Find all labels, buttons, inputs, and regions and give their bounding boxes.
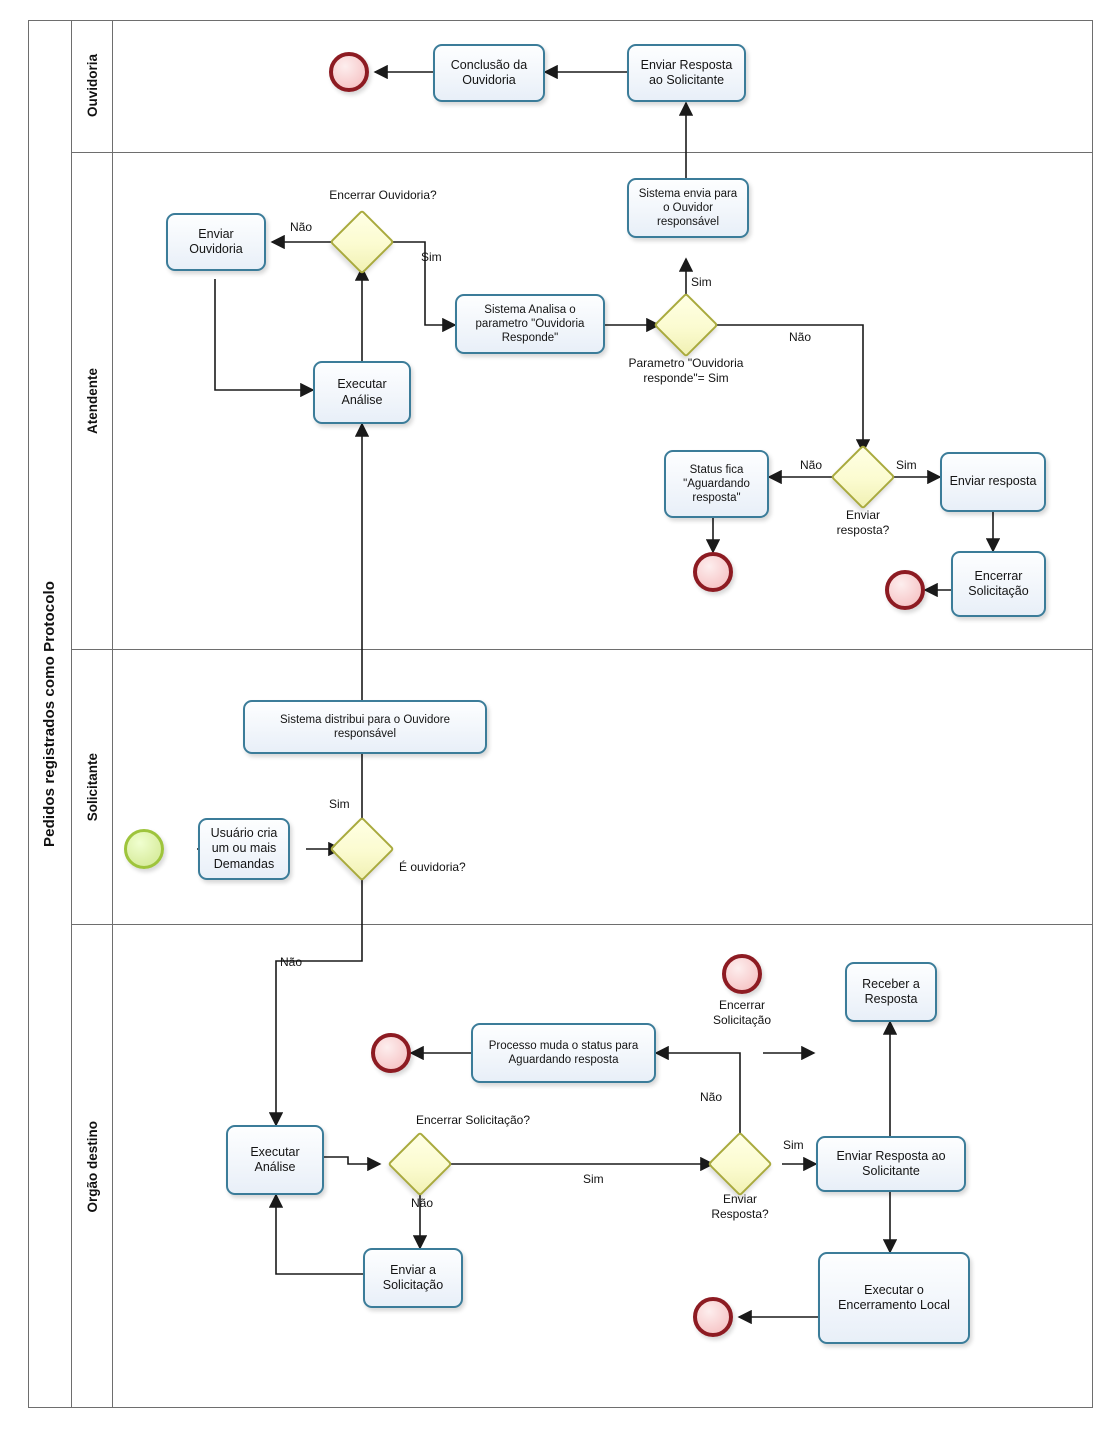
flow-label-sim-enviar-resposta-orgao: Sim [783,1138,804,1152]
end-event-label-encerrar-solicitacao: Encerrar Solicitação [712,998,772,1027]
lane-header-solicitante: Solicitante [72,650,113,924]
task-label: Processo muda o status para Aguardando r… [488,1039,639,1066]
task-label: Enviar Ouvidoria [189,226,243,256]
task-label: Executar Análise [337,377,387,407]
lane-solicitante: Solicitante [72,650,1093,925]
gateway-label-enviar-resposta: Enviar resposta? [836,508,890,537]
end-event-encerramento-local[interactable] [693,1297,733,1337]
task-receber-resposta[interactable]: Receber a Resposta [845,962,937,1022]
task-enviar-ouvidoria[interactable]: Enviar Ouvidoria [166,213,266,271]
task-label: Sistema Analisa o parametro "Ouvidoria R… [475,303,585,344]
task-enviar-resposta-ao-solicitante-ouvidoria[interactable]: Enviar Resposta ao Solicitante [627,44,746,102]
flow-label-nao-encerrar-solicitacao: Não [411,1196,434,1210]
task-label: Executar o Encerramento Local [838,1282,950,1312]
task-label: Sistema distribui para o Ouvidore respon… [279,713,451,740]
task-label: Conclusão da Ouvidoria [450,57,528,87]
flow-gw-encerrar-ouv-sim-to-sistema-analisa [383,241,457,333]
task-sistema-distribui-ouvidor[interactable]: Sistema distribui para o Ouvidore respon… [243,700,487,754]
gateway-label-e-ouvidoria: É ouvidoria? [399,860,466,874]
gateway-label-enviar-resposta-orgao: Enviar Resposta? [711,1192,769,1221]
flow-label-sim-e-ouvidoria: Sim [329,797,350,811]
lane-header-orgao-destino: Orgão destino [72,925,113,1408]
task-label: Sistema envia para o Ouvidor responsável [638,187,738,228]
task-executar-analise-orgao[interactable]: Executar Análise [226,1125,324,1195]
flow-label-sim-encerrar-solicitacao: Sim [583,1172,604,1186]
task-label: Usuário cria um ou mais Demandas [210,826,278,871]
flow-label-sim-parametro: Sim [691,275,712,289]
flow-label-sim-enviar-resposta-atendente: Sim [896,458,917,472]
end-event-processo-muda-status[interactable] [371,1033,411,1073]
flow-executar-analise-to-gw-encerrar-solicitacao [324,1156,382,1172]
flow-label-sim-encerrar-ouvidoria: Sim [421,250,442,264]
task-status-fica-aguardando-resposta[interactable]: Status fica "Aguardando resposta" [664,450,769,518]
task-sistema-envia-ouvidor[interactable]: Sistema envia para o Ouvidor responsável [627,178,749,238]
start-event-solicitante[interactable] [124,829,164,869]
task-encerrar-solicitacao-atendente[interactable]: Encerrar Solicitação [951,551,1046,617]
flow-label-nao-encerrar-ouvidoria: Não [290,220,313,234]
gateway-label-encerrar-ouvidoria: Encerrar Ouvidoria? [329,188,437,202]
lane-header-atendente: Atendente [72,153,113,649]
flow-gw-enviar-nao-to-processo-muda [654,1045,741,1141]
lane-ouvidoria: Ouvidoria [72,20,1093,153]
task-label: Enviar Resposta ao Solicitante [836,1148,946,1178]
lane-orgao-destino: Orgão destino [72,925,1093,1408]
task-label: Encerrar Solicitação [968,568,1029,598]
flow-gw-ouvidoria-nao-to-executar-analise-orgao [268,872,363,1127]
task-conclusao-da-ouvidoria[interactable]: Conclusão da Ouvidoria [433,44,545,102]
task-sistema-analisa-parametro[interactable]: Sistema Analisa o parametro "Ouvidoria R… [455,294,605,354]
task-enviar-resposta-ao-solicitante-orgao[interactable]: Enviar Resposta ao Solicitante [816,1136,966,1192]
task-label: Status fica "Aguardando resposta" [683,463,750,504]
task-executar-analise-atendente[interactable]: Executar Análise [313,361,411,424]
task-label: Enviar resposta [949,474,1037,489]
end-event-encerrar-solicitacao-orgao[interactable] [722,954,762,994]
task-usuario-cria-demandas[interactable]: Usuário cria um ou mais Demandas [198,818,290,880]
flow-label-nao-enviar-resposta-orgao: Não [700,1090,723,1104]
flow-label-nao-enviar-resposta-atendente: Não [800,458,823,472]
lane-atendente: Atendente [72,153,1093,650]
pool-title: Pedidos registrados como Protocolo [28,20,72,1408]
gateway-label-encerrar-solicitacao: Encerrar Solicitação? [415,1113,531,1127]
gateway-label-parametro: Parametro "Ouvidoria responde"= Sim [628,356,744,385]
flow-label-nao-parametro: Não [789,330,812,344]
end-event-status-aguardando[interactable] [693,552,733,592]
task-enviar-a-solicitacao[interactable]: Enviar a Solicitação [363,1248,463,1308]
end-event-encerrar-solicitacao-atendente[interactable] [885,570,925,610]
task-label: Enviar a Solicitação [382,1262,444,1292]
task-label: Executar Análise [250,1144,300,1174]
task-label: Enviar Resposta ao Solicitante [640,57,733,87]
flow-enviar-ouvidoria-to-executar-analise [214,279,315,398]
flow-gw-parametro-nao-to-gw-enviar-resposta [709,324,871,454]
flow-label-nao-e-ouvidoria: Não [280,955,303,969]
task-processo-muda-status[interactable]: Processo muda o status para Aguardando r… [471,1023,656,1083]
task-enviar-resposta-atendente[interactable]: Enviar resposta [940,452,1046,512]
flow-enviar-solicitacao-to-executar-analise [268,1193,363,1275]
task-executar-encerramento-local[interactable]: Executar o Encerramento Local [818,1252,970,1344]
lane-header-ouvidoria: Ouvidoria [72,20,113,152]
end-event-ouvidoria[interactable] [329,52,369,92]
task-label: Receber a Resposta [862,976,920,1006]
